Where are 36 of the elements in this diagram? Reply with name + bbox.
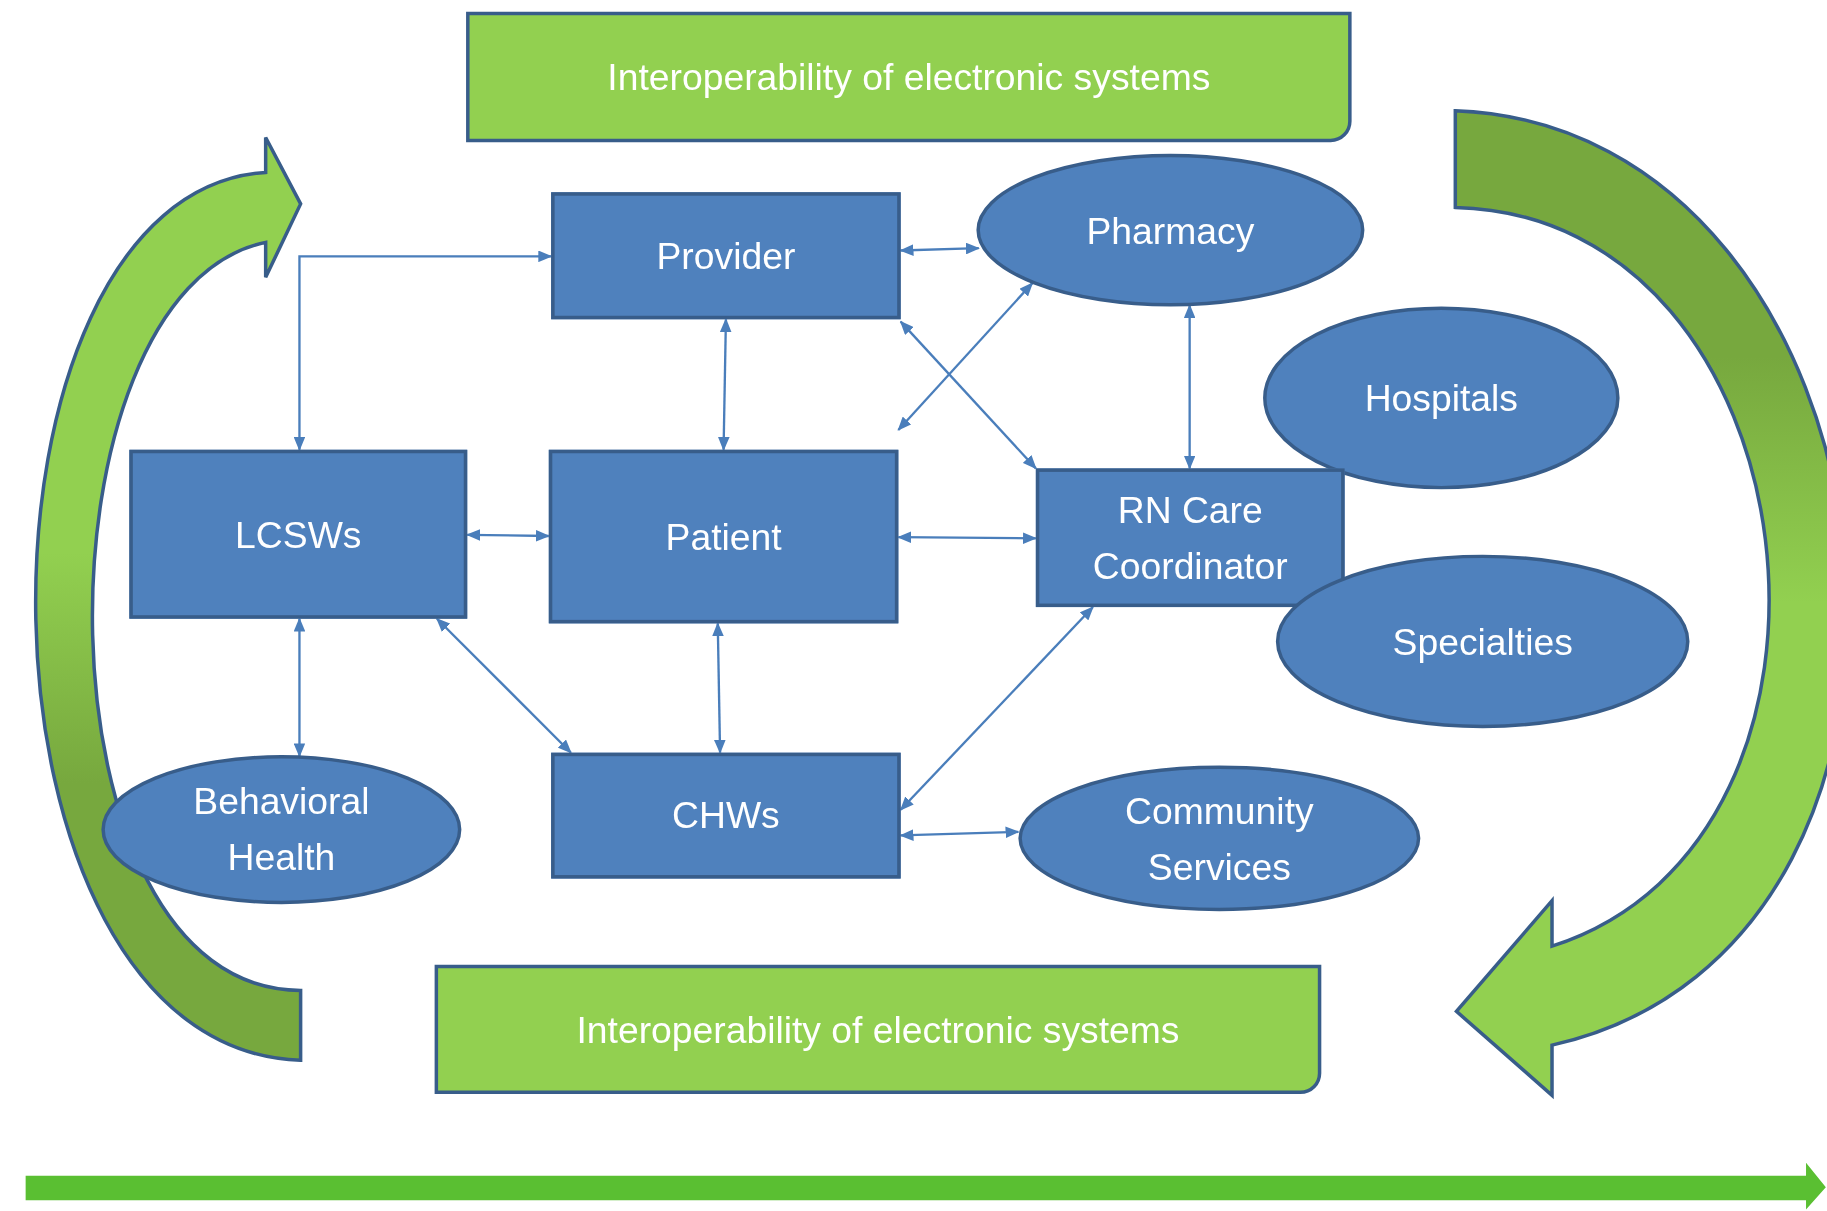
node-label: LCSWs xyxy=(235,512,362,558)
node-label: Provider xyxy=(656,233,796,279)
arrow xyxy=(897,282,1034,431)
ellipse-node xyxy=(1018,765,1421,912)
node-label: Interoperability of electronic systems xyxy=(576,1007,1180,1053)
node-label: Behavioral Health xyxy=(192,779,371,881)
process-box xyxy=(129,449,468,619)
ellipse-node xyxy=(101,755,462,905)
node-label: RN Care Coordinator xyxy=(1091,487,1289,589)
process-box xyxy=(551,192,901,320)
arrow xyxy=(899,242,980,256)
process-box xyxy=(548,449,899,624)
arrow xyxy=(1183,304,1196,470)
arrow xyxy=(899,606,1094,811)
arrow xyxy=(899,320,1037,470)
node-label: Pharmacy xyxy=(1086,208,1255,254)
arrow xyxy=(466,529,550,542)
process-box xyxy=(551,752,901,879)
ellipse-node xyxy=(1263,306,1620,490)
node-label: CHWs xyxy=(672,793,780,839)
arrow xyxy=(897,531,1037,545)
arrow xyxy=(293,617,306,758)
arrow xyxy=(899,826,1020,841)
arrow xyxy=(712,622,726,754)
node-label: Patient xyxy=(665,514,782,560)
node-label: Interoperability of electronic systems xyxy=(607,54,1211,100)
banner xyxy=(466,11,1352,143)
node-label: Specialties xyxy=(1392,619,1573,665)
arrow xyxy=(293,250,553,451)
ellipse-node xyxy=(976,153,1365,307)
banner xyxy=(434,964,1322,1095)
process-box xyxy=(1035,468,1345,608)
arrow xyxy=(436,617,572,754)
node-label: Hospitals xyxy=(1364,375,1518,421)
node-label: Community Services xyxy=(1124,788,1315,890)
arrow xyxy=(718,318,732,451)
